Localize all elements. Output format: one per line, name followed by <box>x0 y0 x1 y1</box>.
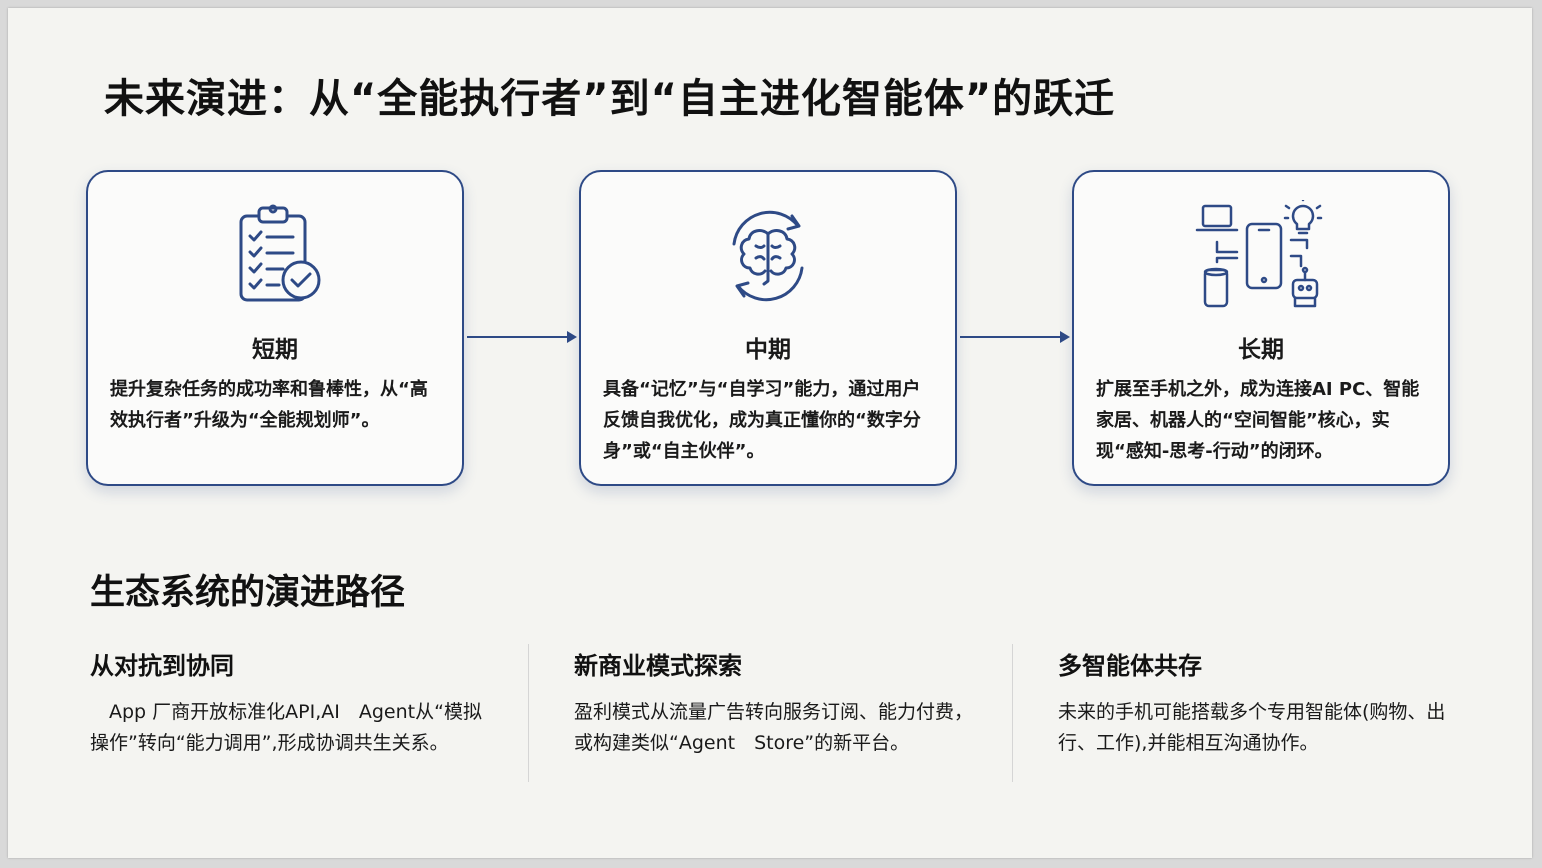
ecosystem-column: 新商业模式探索 盈利模式从流量广告转向服务订阅、能力付费，或构建类似“Agent… <box>574 646 974 759</box>
device-ecosystem-icon <box>1074 200 1448 312</box>
stage-card-mid-term: 中期 具备“记忆”与“自学习”能力，通过用户反馈自我优化，成为真正懂你的“数字分… <box>579 170 957 486</box>
column-heading: 从对抗到协同 <box>90 652 234 680</box>
column-text: App 厂商开放标准化API,AI Agent从“模拟操作”转向“能力调用”,形… <box>90 701 482 754</box>
column-heading: 新商业模式探索 <box>574 652 742 680</box>
section-title: 生态系统的演进路径 <box>90 573 406 613</box>
stage-description: 扩展至手机之外，成为连接AI PC、智能家居、机器人的“空间智能”核心，实现“感… <box>1096 379 1420 462</box>
stage-label: 长期 <box>1238 337 1284 363</box>
stage-card-long-term: 长期 扩展至手机之外，成为连接AI PC、智能家居、机器人的“空间智能”核心，实… <box>1072 170 1450 486</box>
divider <box>1012 644 1013 782</box>
divider <box>528 644 529 782</box>
page-title: 未来演进：从“全能执行者”到“自主进化智能体”的跃迁 <box>104 76 1116 122</box>
column-text: 未来的手机可能搭载多个专用智能体(购物、出行、工作),并能相互沟通协作。 <box>1058 701 1446 754</box>
arrow-right-icon <box>960 331 1070 343</box>
clipboard-check-icon <box>88 200 462 312</box>
stage-card-short-term: 短期 提升复杂任务的成功率和鲁棒性，从“高效执行者”升级为“全能规划师”。 <box>86 170 464 486</box>
arrow-right-icon <box>467 331 577 343</box>
ecosystem-column: 多智能体共存 未来的手机可能搭载多个专用智能体(购物、出行、工作),并能相互沟通… <box>1058 646 1458 759</box>
column-text: 盈利模式从流量广告转向服务订阅、能力付费，或构建类似“Agent Store”的… <box>574 701 974 754</box>
slide: 未来演进：从“全能执行者”到“自主进化智能体”的跃迁 短期 提升复杂任务的成功率… <box>8 8 1532 858</box>
column-heading: 多智能体共存 <box>1058 652 1202 680</box>
stage-label: 短期 <box>252 337 298 363</box>
stage-description: 提升复杂任务的成功率和鲁棒性，从“高效执行者”升级为“全能规划师”。 <box>110 379 428 431</box>
brain-cycle-icon <box>581 200 955 312</box>
ecosystem-column: 从对抗到协同 App 厂商开放标准化API,AI Agent从“模拟操作”转向“… <box>90 646 490 759</box>
stage-description: 具备“记忆”与“自学习”能力，通过用户反馈自我优化，成为真正懂你的“数字分身”或… <box>603 379 921 462</box>
stage-label: 中期 <box>745 337 791 363</box>
